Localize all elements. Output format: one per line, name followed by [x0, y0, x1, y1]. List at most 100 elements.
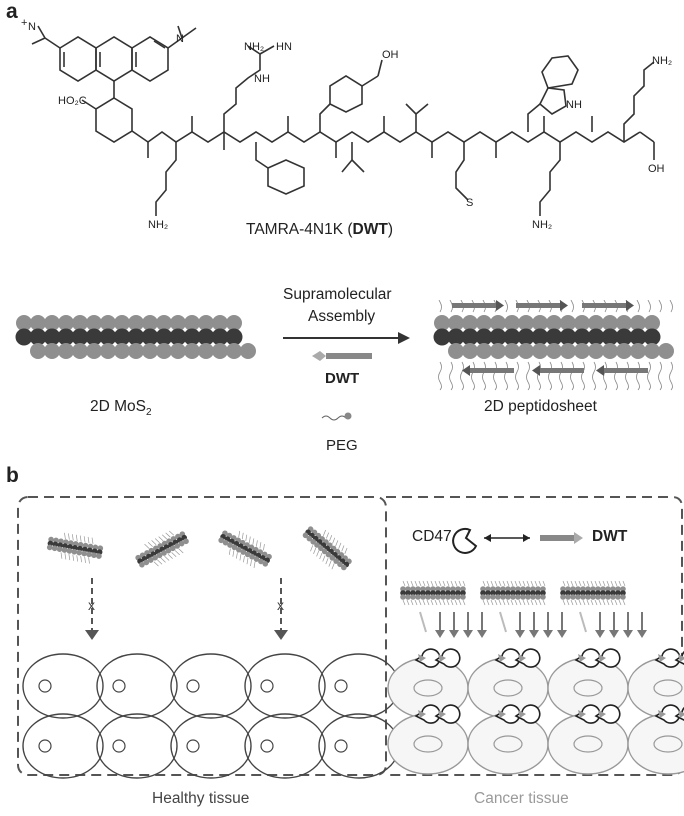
peg-chain [636, 361, 640, 391]
peg-chain [530, 580, 534, 587]
sphere [530, 594, 536, 600]
dwt-peptide [604, 368, 648, 373]
peg-chain [430, 599, 434, 606]
sphere [540, 590, 546, 596]
bound-dwt [518, 710, 526, 718]
sphere [580, 586, 586, 592]
peg-chain [246, 557, 249, 565]
sphere [147, 557, 154, 563]
peg-chain [253, 561, 256, 569]
peg-chain [458, 580, 462, 587]
sphere [170, 343, 186, 359]
peg-chain [534, 599, 538, 606]
dwt-peptide-head [560, 300, 568, 311]
peg-chain [91, 537, 94, 544]
sphere [530, 586, 536, 592]
peg-chain [471, 361, 475, 391]
sphere [440, 586, 446, 592]
cd47-glyph [452, 527, 478, 554]
peg-chain [414, 580, 418, 587]
sphere [212, 343, 228, 359]
sphere [505, 586, 511, 592]
peg-chain [559, 361, 563, 391]
sphere [565, 586, 571, 592]
cd47-receptor [594, 704, 621, 724]
peg-chain [603, 361, 607, 391]
bound-dwt [498, 710, 506, 718]
sphere [128, 315, 144, 331]
peg-chain [88, 557, 90, 564]
peg-chain [402, 580, 406, 587]
mini-peptidosheet [480, 580, 546, 606]
peg-chain [586, 580, 590, 587]
sphere [476, 315, 492, 331]
dwt-glyph-head [574, 532, 583, 544]
sphere [462, 343, 478, 359]
dwt-peptide-head [626, 300, 634, 311]
sphere [341, 564, 347, 571]
peg-chain [618, 580, 622, 587]
blocked-arrowhead [85, 630, 99, 640]
sphere [575, 586, 581, 592]
sphere [595, 590, 601, 596]
peg-chain [438, 599, 442, 606]
peg-chain [522, 599, 526, 606]
peg-chain [602, 580, 606, 587]
peg-chain [438, 361, 442, 391]
peg-chain [239, 554, 242, 561]
sphere [430, 586, 436, 592]
peg-chain [614, 361, 618, 391]
binding-arrowhead [477, 630, 487, 638]
sphere [405, 590, 411, 596]
sphere [128, 343, 144, 359]
peg-chain [594, 580, 598, 587]
peg-chain [498, 599, 502, 606]
cancer-cell [627, 713, 684, 775]
sphere [601, 328, 619, 346]
peg-chain [248, 536, 251, 543]
peg-chain [510, 599, 514, 606]
bound-dwt [518, 654, 526, 662]
sphere [495, 590, 501, 596]
peg-chain [310, 545, 314, 552]
phe-ring [267, 159, 305, 195]
peg-chain [344, 547, 348, 555]
sphere [58, 315, 74, 331]
sphere [400, 586, 406, 592]
xanthene-ring-right [131, 36, 169, 82]
assembly-label-line2: Assembly [308, 308, 376, 325]
peg-chain [610, 580, 614, 587]
peg-chain [322, 555, 326, 562]
sphere [560, 315, 576, 331]
peptide-backbone [147, 131, 641, 143]
sphere [518, 315, 534, 331]
peg-chain [434, 599, 438, 606]
sphere [51, 545, 58, 552]
peg-glyph-chain [321, 415, 347, 421]
molecule-name: TAMRA-4N1K ( [246, 221, 353, 238]
binding-arrowhead [557, 630, 567, 638]
sphere [600, 594, 606, 600]
peg-chain [426, 599, 430, 606]
sphere [629, 328, 647, 346]
cell-nucleus [493, 735, 523, 753]
sphere [198, 343, 214, 359]
peg-chain [418, 599, 422, 606]
peg-chain [669, 361, 673, 391]
peg-chain [606, 599, 610, 606]
binding-arrowhead [543, 630, 553, 638]
bound-dwt [678, 654, 684, 662]
cancer-tissue-label: Cancer tissue [474, 790, 569, 807]
peg-chain [402, 599, 406, 606]
binding-arrowhead [637, 630, 647, 638]
sphere [531, 328, 549, 346]
peg-chain [602, 599, 606, 606]
sphere [420, 586, 426, 592]
peg-chain [502, 580, 506, 587]
reflected-arrow [579, 611, 587, 633]
peg-chain [328, 560, 332, 567]
sphere [602, 315, 618, 331]
sphere [460, 594, 466, 600]
peg-chain [486, 580, 490, 587]
